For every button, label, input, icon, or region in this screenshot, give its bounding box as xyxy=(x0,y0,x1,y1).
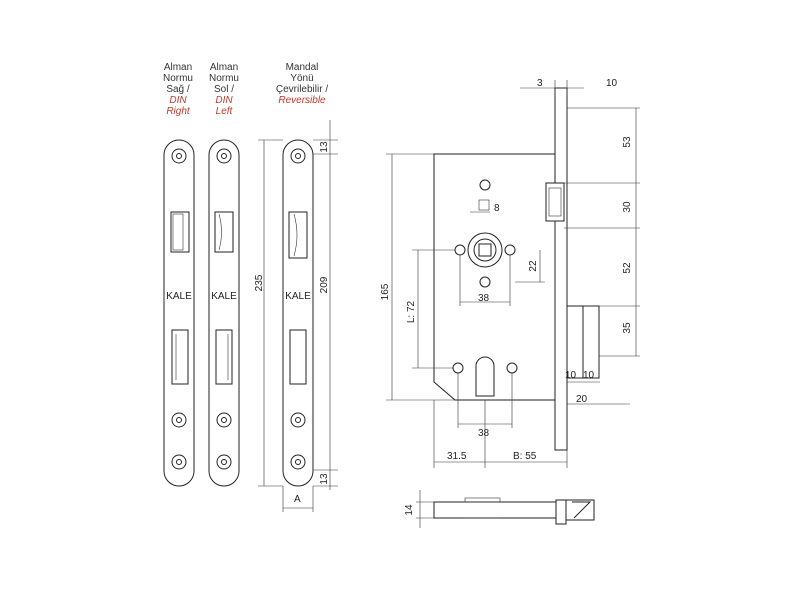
dim-10: 10 xyxy=(606,78,618,89)
brand-mark: KALE xyxy=(166,291,192,302)
dim-10-right: 10 xyxy=(583,370,595,381)
dim-10-left: 10 xyxy=(565,370,577,381)
dim-20: 20 xyxy=(576,394,588,405)
dim-22: 22 xyxy=(528,260,539,272)
dim-13-bottom: 13 xyxy=(319,473,330,485)
dim-30: 30 xyxy=(622,201,633,213)
dim-38-top: 38 xyxy=(478,293,490,304)
dim-165: 165 xyxy=(380,283,391,300)
dim-53: 53 xyxy=(622,136,633,148)
dim-3: 3 xyxy=(537,78,543,89)
lock-dimensions: 3 10 53 30 52 35 165 L: 72 8 22 xyxy=(380,78,640,468)
label-din-right: Alman Normu Sağ / DIN Right xyxy=(162,62,193,117)
dim-13-top: 13 xyxy=(319,141,330,153)
dim-a: A xyxy=(294,494,301,505)
faceplate-right: KALE xyxy=(163,139,195,487)
faceplate-left: KALE xyxy=(208,139,240,487)
dim-8: 8 xyxy=(494,203,500,214)
faceplate-dimensions: 235 13 209 13 A xyxy=(254,120,338,512)
dim-31-5: 31.5 xyxy=(447,451,467,462)
label-reversible: Mandal Yönü Çevrilebilir / Reversible xyxy=(275,62,329,106)
dim-l72: L: 72 xyxy=(406,300,417,323)
dim-52: 52 xyxy=(622,262,633,274)
dim-b55: B: 55 xyxy=(513,451,537,462)
dim-14: 14 xyxy=(404,504,415,516)
dim-35: 35 xyxy=(622,322,633,334)
brand-mark: KALE xyxy=(285,291,311,302)
dim-209: 209 xyxy=(319,276,330,293)
lock-body xyxy=(433,87,600,451)
section-view: 14 xyxy=(404,490,595,528)
label-din-left: Alman Normu Sol / DIN Left xyxy=(208,62,239,117)
brand-mark: KALE xyxy=(211,291,237,302)
faceplate-reversible: KALE xyxy=(282,139,314,487)
dim-38-bottom: 38 xyxy=(478,428,490,439)
dim-235: 235 xyxy=(254,274,265,291)
